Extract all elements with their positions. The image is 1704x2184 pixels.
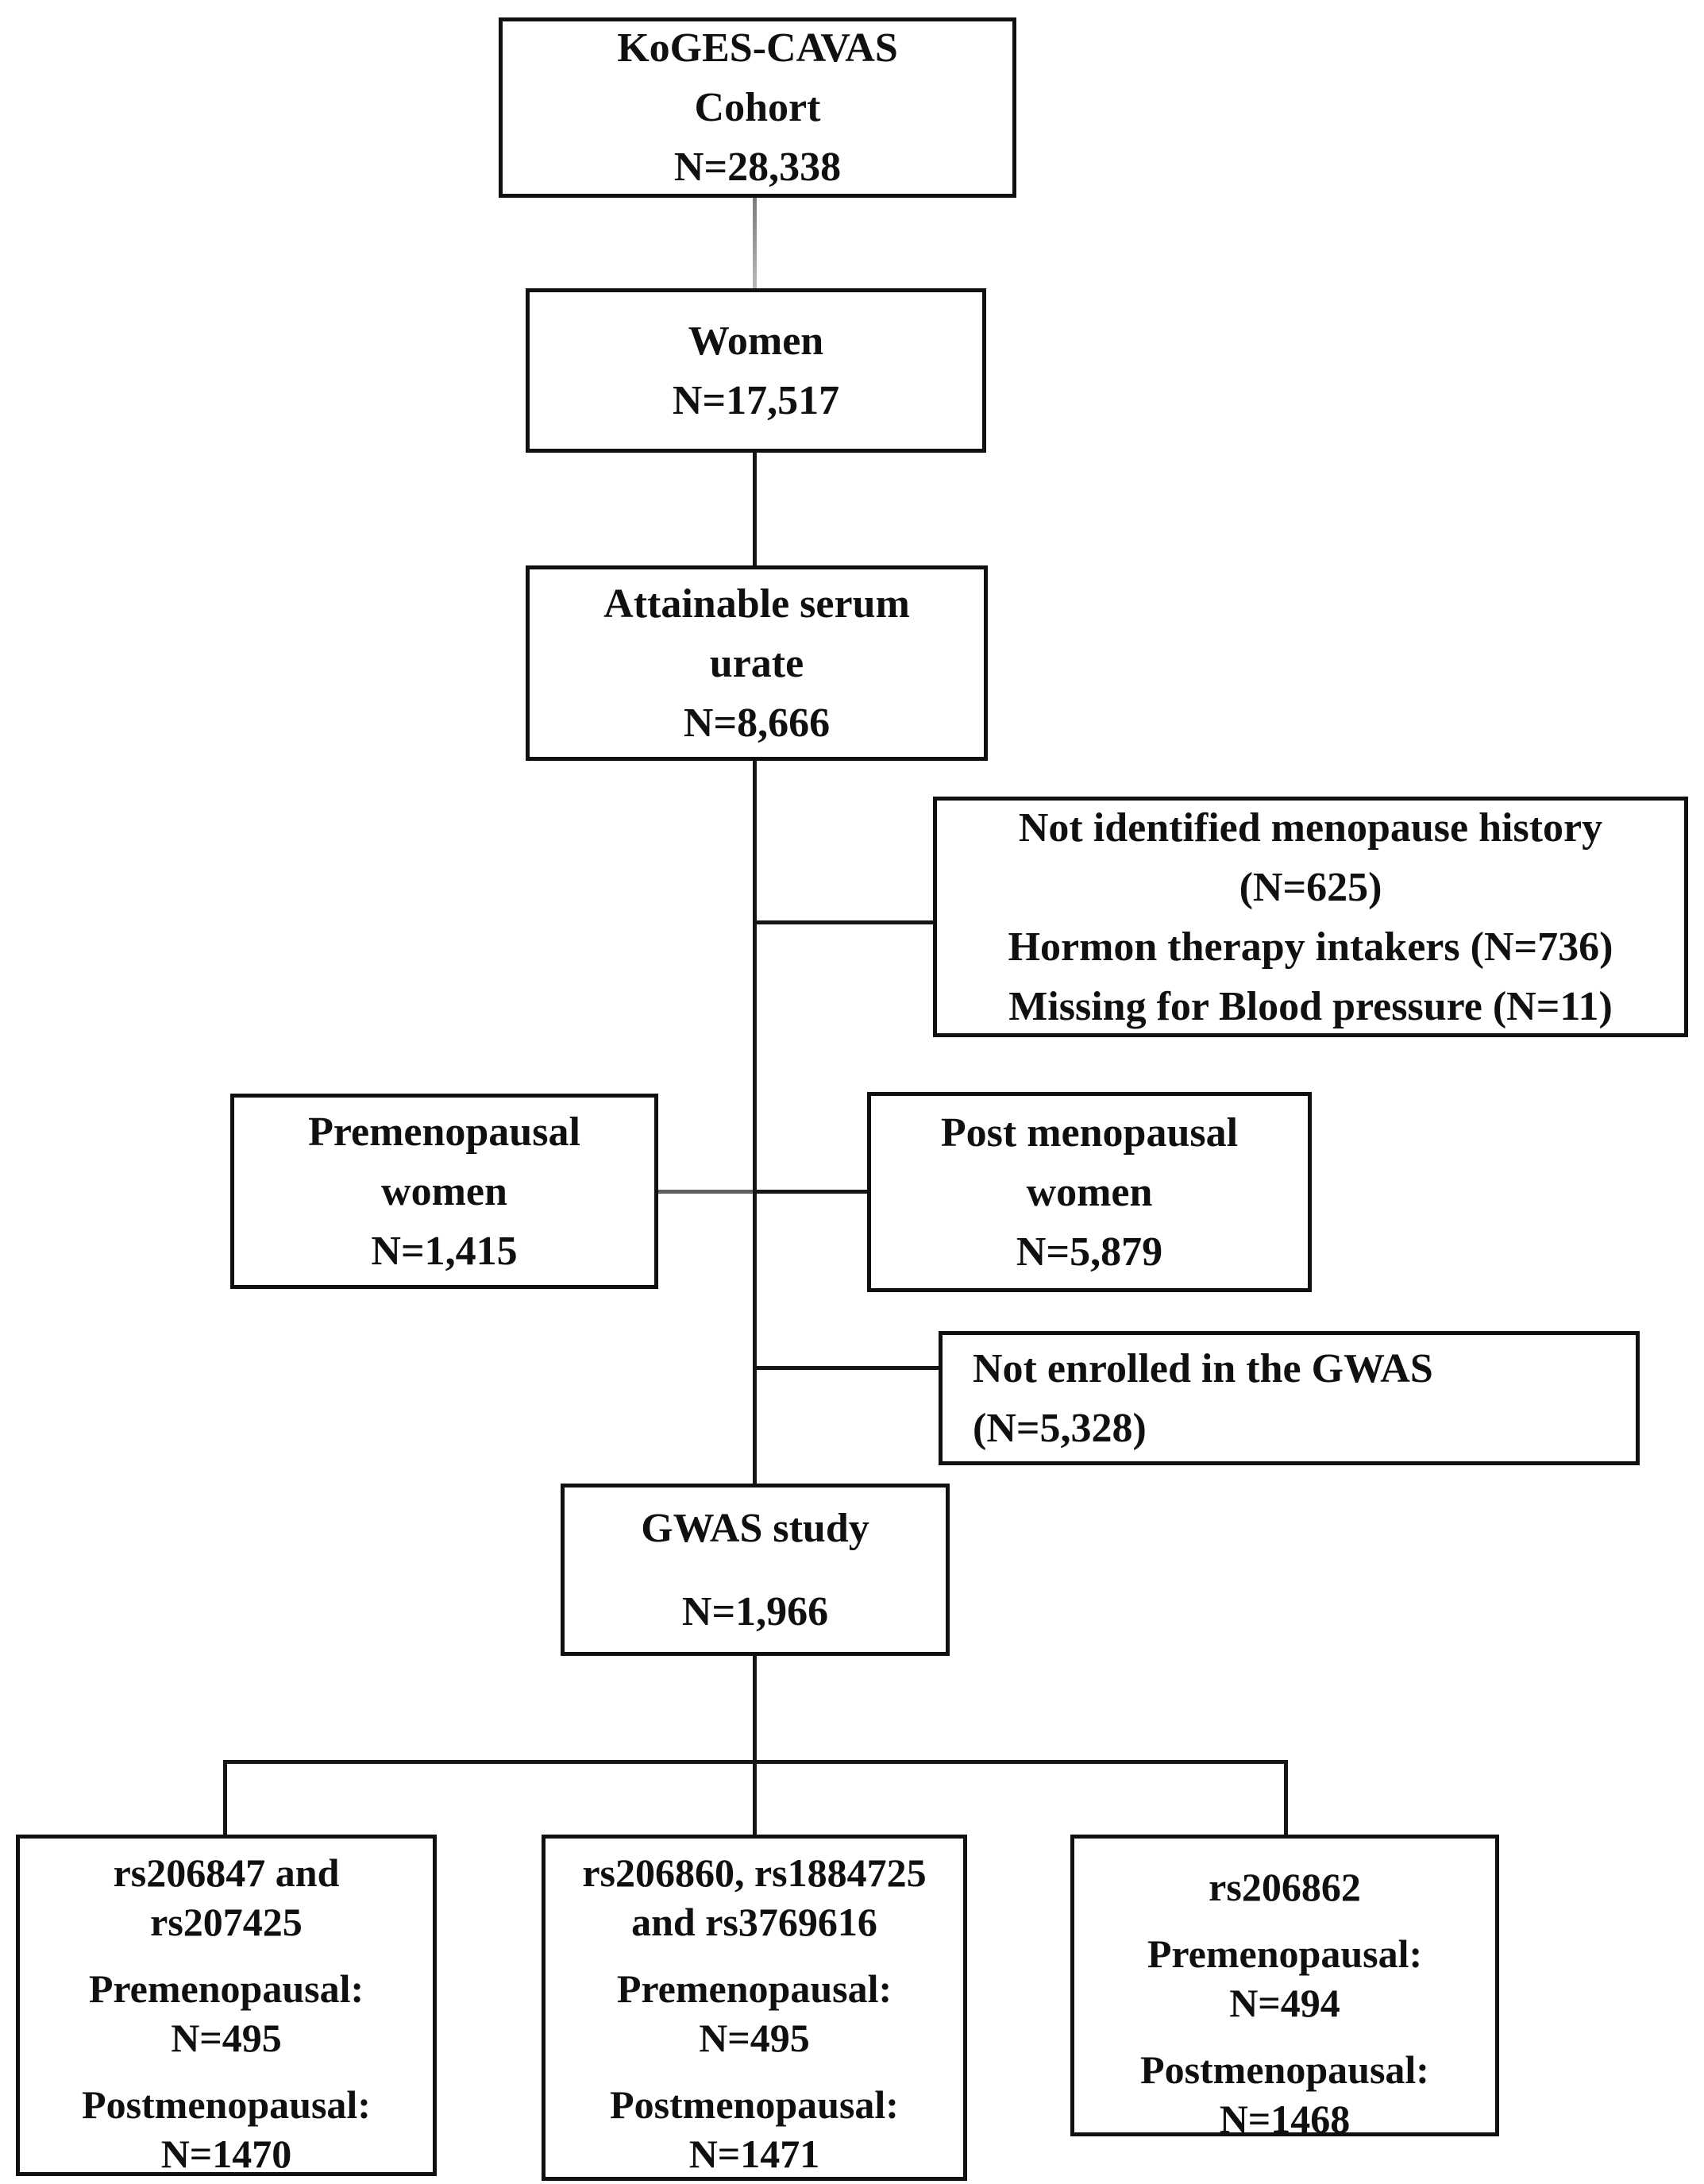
snp-group-2-premenopausal: Premenopausal: N=495 — [616, 1966, 892, 2060]
snp-group-2-box: rs206860, rs1884725 and rs3769616 Premen… — [542, 1835, 967, 2181]
snp-group-1-box: rs206847 and rs207425 Premenopausal: N=4… — [16, 1835, 437, 2176]
connector-spine-to-postmenopausal — [753, 1190, 869, 1194]
snp-group-3-postmenopausal: Postmenopausal: N=1468 — [1140, 2047, 1429, 2141]
exclusion-menopause-box-label: Not identified menopause history (N=625)… — [1008, 805, 1613, 1029]
snp-group-1-title: rs206847 and rs207425 — [113, 1850, 340, 1944]
premenopausal-box-label: Premenopausal women N=1,415 — [308, 1109, 580, 1274]
snp-group-2-postmenopausal: Postmenopausal: N=1471 — [610, 2082, 899, 2176]
connector-women-to-urate — [753, 453, 757, 565]
women-box: Women N=17,517 — [526, 288, 986, 453]
not-enrolled-gwas-box-label: Not enrolled in the GWAS (N=5,328) — [973, 1345, 1433, 1451]
gwas-study-title: GWAS study — [641, 1505, 869, 1551]
connector-drop-snp-group1 — [223, 1760, 227, 1835]
women-box-label: Women N=17,517 — [672, 318, 840, 423]
connector-branch-exclusion1 — [754, 920, 935, 924]
connector-main-spine — [753, 761, 757, 1484]
connector-cohort-to-women — [753, 198, 757, 288]
exclusion-menopause-box: Not identified menopause history (N=625)… — [933, 797, 1688, 1037]
connector-drop-snp-group3 — [1284, 1760, 1288, 1835]
cohort-box-label: KoGES-CAVAS Cohort N=28,338 — [617, 25, 898, 190]
snp-group-1-premenopausal: Premenopausal: N=495 — [88, 1966, 364, 2060]
postmenopausal-box: Post menopausal women N=5,879 — [867, 1092, 1312, 1292]
snp-group-3-premenopausal: Premenopausal: N=494 — [1147, 1931, 1423, 2025]
snp-group-2-title: rs206860, rs1884725 and rs3769616 — [582, 1850, 927, 1944]
not-enrolled-gwas-box: Not enrolled in the GWAS (N=5,328) — [939, 1331, 1640, 1465]
serum-urate-box: Attainable serum urate N=8,666 — [526, 565, 988, 761]
distribution-line — [223, 1760, 1288, 1764]
snp-group-3-box: rs206862 Premenopausal: N=494 Postmenopa… — [1070, 1835, 1499, 2141]
snp-group-3-title: rs206862 — [1209, 1865, 1361, 1909]
premenopausal-box: Premenopausal women N=1,415 — [230, 1094, 658, 1289]
connector-gwas-to-distribution — [753, 1656, 757, 1835]
connector-premenopausal-to-spine — [658, 1190, 757, 1194]
serum-urate-box-label: Attainable serum urate N=8,666 — [603, 581, 910, 746]
postmenopausal-box-label: Post menopausal women N=5,879 — [940, 1109, 1239, 1275]
cohort-box: KoGES-CAVAS Cohort N=28,338 — [499, 17, 1016, 198]
gwas-study-box: GWAS study N=1,966 — [561, 1484, 950, 1656]
snp-group-1-postmenopausal: Postmenopausal: N=1470 — [82, 2082, 371, 2176]
gwas-study-count: N=1,966 — [681, 1588, 829, 1634]
connector-branch-exclusion2 — [754, 1366, 940, 1370]
